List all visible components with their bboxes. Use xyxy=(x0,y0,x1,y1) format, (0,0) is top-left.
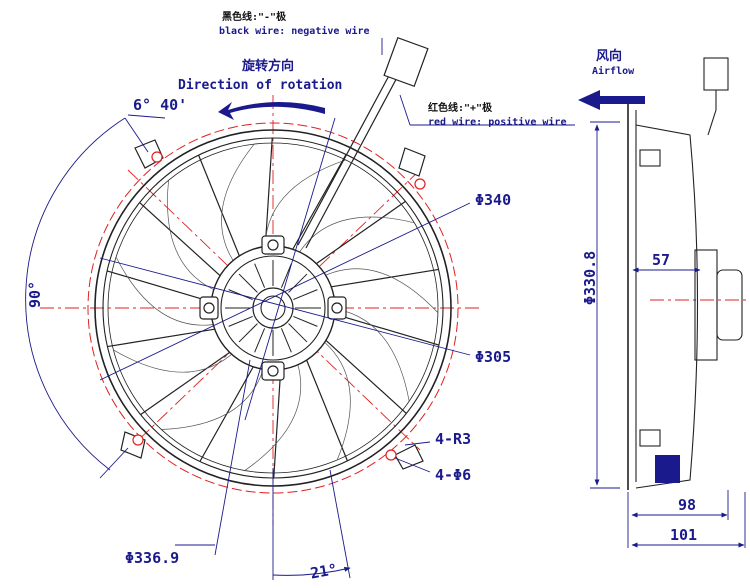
angle-top: 6° 40' xyxy=(133,96,187,114)
front-dimensions xyxy=(25,38,575,580)
depth-57: 57 xyxy=(652,251,670,269)
blade xyxy=(319,268,439,313)
radius-r3: 4-R3 xyxy=(435,430,471,448)
spoke xyxy=(139,202,221,277)
hub-fin xyxy=(254,328,266,353)
dia-305: Φ305 xyxy=(475,348,511,366)
spoke xyxy=(198,154,240,257)
spoke xyxy=(106,270,212,303)
hub-fin xyxy=(228,315,253,327)
spoke xyxy=(331,268,439,288)
dia-340: Φ340 xyxy=(475,191,511,209)
blade xyxy=(167,180,221,293)
spoke xyxy=(264,137,273,247)
spoke xyxy=(325,339,407,414)
hub-fins xyxy=(225,260,321,356)
airflow-arrow-icon xyxy=(578,90,645,110)
blade xyxy=(115,256,221,326)
blade xyxy=(221,143,255,267)
rotation-en: Direction of rotation xyxy=(178,78,342,93)
hub-fin xyxy=(254,263,266,288)
wire-harness xyxy=(297,36,429,249)
spoke xyxy=(292,154,347,250)
side-height: Φ330.8 xyxy=(581,251,599,305)
red-wire-en: red wire: positive wire xyxy=(428,116,566,128)
rotation-cn: 旋转方向 xyxy=(241,58,294,74)
spoke xyxy=(306,359,348,462)
spoke xyxy=(315,200,406,265)
hub-fin xyxy=(238,323,258,343)
hub-fin xyxy=(293,315,318,327)
blade xyxy=(161,362,266,430)
airflow-en: Airflow xyxy=(592,65,635,77)
hub-fin xyxy=(293,289,318,301)
blades xyxy=(113,143,439,471)
spoke xyxy=(273,369,282,479)
dia-336-9: Φ336.9 xyxy=(125,549,179,567)
spoke xyxy=(140,351,231,416)
angle-left: 90° xyxy=(26,281,44,308)
airflow-cn: 风向 xyxy=(596,48,622,64)
spokes xyxy=(106,137,440,479)
side-view xyxy=(627,57,750,490)
hub-center xyxy=(252,287,294,329)
outer-dashed-circle xyxy=(87,122,459,494)
rotation-arrow-icon xyxy=(218,101,325,120)
mount-bosses xyxy=(199,235,347,381)
hub-fin xyxy=(280,263,292,288)
depth-98: 98 xyxy=(678,496,696,514)
depth-101: 101 xyxy=(670,526,697,544)
blade xyxy=(327,307,410,402)
spoke xyxy=(107,328,215,348)
blade xyxy=(244,357,302,471)
blade xyxy=(113,349,238,373)
hub-fin xyxy=(280,328,292,353)
blade xyxy=(295,216,415,259)
spoke xyxy=(334,313,440,346)
red-wire-cn: 红色线:"+"极 xyxy=(428,101,493,114)
hub-fin xyxy=(288,273,308,293)
angle-bottom: 21° xyxy=(309,560,339,582)
hole-d6: 4-Φ6 xyxy=(435,466,471,484)
black-wire-en: black wire: negative wire xyxy=(219,25,370,37)
mount-tabs xyxy=(120,139,426,470)
hub-fin xyxy=(238,273,258,293)
blade xyxy=(319,337,351,461)
front-view xyxy=(40,36,480,525)
black-wire-cn: 黑色线:"-"极 xyxy=(222,10,287,23)
hub-fin xyxy=(288,323,308,343)
side-dimensions xyxy=(590,121,746,548)
